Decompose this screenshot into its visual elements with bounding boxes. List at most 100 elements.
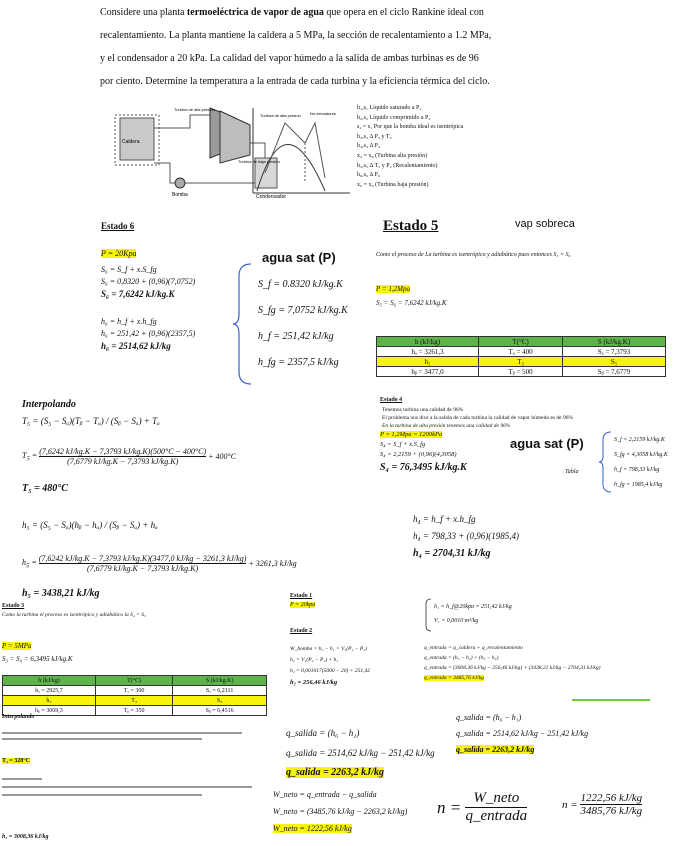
wneto-block: W_neto = q_entrada − q_salida W_neto = (…	[273, 786, 407, 837]
estado3-note: Como la turbina el proceso es isentrópic…	[2, 612, 146, 618]
table-cell: T₃	[94, 695, 174, 706]
estado4-block: P = 1,2Mpa = 1200kPa S₄ = S_f + x.S_fg S…	[380, 430, 457, 460]
table-cell: hₐ = 2925,7	[2, 685, 96, 696]
estado5-pressure: P = 1,2Mpa	[376, 285, 410, 293]
legend-item: h₁,s₁ Líquido saturado a P₁	[357, 105, 422, 111]
estado4-bullet: El problema nos dice a la salida de cada…	[382, 415, 574, 421]
estado1-heading: Estado 1	[290, 593, 313, 599]
agua-sat-hfg-2: h_fg = 1985,4 kJ/kg	[614, 482, 663, 488]
estado4-h-block: h₄ = h_f + x.h_fg h₄ = 798,33 + (0,96)(1…	[413, 511, 519, 562]
estado2-heading: Estado 2	[290, 628, 313, 634]
agua-sat-values-2: S_f = 2,2159 kJ/kg.K S_fg = 4,3058 kJ/kg…	[614, 433, 668, 493]
agua-sat-hf-1: h_f = 251,42 kJ/kg	[258, 331, 334, 342]
label-turbina-baja: Turbina de baja presión	[238, 159, 280, 164]
label-bomba: Bomba	[172, 192, 188, 198]
qsalida-mid-block: q_salida = (h₆ − h₁) q_salida = 2514,62 …	[286, 723, 435, 783]
table-cell: Sₐ = 7,3793	[562, 346, 666, 357]
estado5-heading: Estado 5	[383, 218, 439, 234]
boiler-shape	[119, 117, 155, 161]
interp5-f2: T5 = (7,6242 kJ/kg.K − 7,3793 kJ/kg.K)(5…	[22, 447, 237, 466]
qentrada-block: q_entrada = q_caldera + q_recalentamient…	[424, 643, 600, 683]
interp5-f2-num: (7,6242 kJ/kg.K − 7,3793 kJ/kg.K)(500°C …	[39, 447, 207, 457]
estado4-notes: Tenemos turbina una calidad de 96% El pr…	[382, 406, 667, 430]
estado6-s6: S₆ = 7,6242 kJ/kg.K	[101, 289, 175, 299]
estado6-line2: S₆ = 0,8320 + (0,96)(7,0752)	[101, 277, 196, 286]
problem-statement: Considere una planta termoeléctrica de v…	[100, 1, 660, 93]
interp5-f4-den: (7,6779 kJ/kg.K − 7,3793 kJ/kg.K)	[86, 564, 199, 573]
legend-item: h₃,s₃ Δ P₃ y T₃	[357, 133, 392, 140]
wneto-result: W_neto = 1222,56 kJ/kg	[273, 824, 352, 833]
estado3-th: T(°C)	[94, 675, 174, 686]
qsalida-mid-line1: q_salida = (h₆ − h₁)	[286, 728, 360, 738]
agua-sat-title-2: agua sat (P)	[510, 436, 584, 451]
estado3-entropy: S₃ = S₄ = 6,3495 kJ/kg.K	[2, 655, 73, 663]
interp5-f1: T₅ = (S₅ − Sₐ)(Tᵦ − Tₐ) / (Sᵦ − Sₐ) + Tₐ	[22, 416, 160, 426]
estado5-th: S (kJ/kg.K)	[562, 336, 666, 347]
interp5-f4-add: + 3261,3 kJ/kg	[248, 559, 297, 568]
interp5-f4: h5 = (7,6242 kJ/kg.K − 7,3793 kJ/kg.K)(3…	[22, 554, 297, 573]
eff-n: n =	[437, 797, 462, 817]
estado4-s4: S₄ = 76,3495 kJ/kg.K	[380, 462, 467, 473]
estado3-interp: Interpolando	[2, 714, 35, 720]
estado2-line3: h₂ = 0,001017(5000 − 20) + 251,42	[290, 668, 370, 674]
qentrada-result: q_entrada = 3485,76 kJ/kg	[424, 675, 484, 681]
estado1-pressure: P = 20kpa	[290, 602, 316, 608]
estado6-block: P = 20Kpa S₆ = S_f + x.S_fg S₆ = 0,8320 …	[101, 248, 195, 352]
lp-turbine-shape	[219, 110, 251, 164]
legend-item: s₂ = s₁ Por que la bomba ideal es isentr…	[357, 124, 464, 131]
estado4-heading: Estado 4	[380, 397, 403, 403]
estado5-entropy: S₅ = S₆ = 7,6242 kJ/kg.K	[376, 299, 447, 307]
eff-den2: 3485,76 kJ/kg	[580, 805, 643, 817]
table-cell: S₃	[172, 695, 267, 706]
qsalida-right-line1: q_salida = (h₆ − h₁)	[456, 713, 522, 722]
estado4-bullet: Tenemos turbina una calidad de 96%	[382, 407, 464, 413]
qentrada-line1: q_entrada = q_caldera + q_recalentamient…	[424, 645, 523, 651]
agua-sat-hf-2: h_f = 798,33 kJ/kg	[614, 467, 660, 473]
qsalida-right-block: q_salida = (h₆ − h₁) q_salida = 2514,62 …	[456, 710, 588, 758]
table-cell: Sₐ = 6,2111	[172, 685, 267, 696]
ts-label-high: Turbina de alta presión	[260, 113, 301, 118]
legend-item: x₆ = x₈ (Turbina baja presión)	[357, 181, 429, 188]
legend-item: h₆,s₆ Δ P₆	[357, 172, 380, 179]
estado5-table: h (kJ/kg) T(°C) S (kJ/kg.K) hₐ = 3261,3 …	[375, 336, 666, 377]
agua-sat-hfg-1: h_fg = 2357,5 kJ/kg	[258, 357, 339, 368]
estado3-heading: Estado 3	[2, 603, 25, 609]
estado3-table: h (kJ/kg) T(°C) S (kJ/kg.K) hₐ = 2925,7 …	[2, 675, 267, 716]
qsalida-mid-line2: q_salida = 2514,62 kJ/kg − 251,42 kJ/kg	[286, 748, 435, 758]
wneto-line2: W_neto = (3485,76 kJ/kg − 2263,2 kJ/kg)	[273, 807, 408, 816]
interp5-f3: h₅ = (S₅ − Sₐ)(hᵦ − hₐ) / (Sᵦ − Sₐ) + hₐ	[22, 520, 158, 530]
estado5-th: T(°C)	[478, 336, 564, 347]
estado4-pressure: P = 1,2Mpa = 1200kPa	[380, 431, 443, 438]
legend-item: h₅,s₅ Δ T₅ y P₅ (Recalentamiento)	[357, 162, 438, 169]
eff-num2: 1222,56 kJ/kg	[580, 792, 643, 805]
estado6-line5: h₆ = 251,42 + (0,96)(2357,5)	[101, 329, 196, 338]
flujo-block: h₁ = h_f@20kpa = 251,42 kJ/kg V₁ = 0,001…	[434, 600, 512, 628]
table-cell: Sᵦ = 6,4516	[172, 705, 267, 716]
agua-sat-title-1: agua sat (P)	[262, 250, 336, 265]
eff-num: W_neto	[465, 790, 528, 808]
qentrada-line2: q_entrada = (h₃ − h₂) + (h₅ − h₄)	[424, 655, 499, 661]
estado4-h4: h₄ = 2704,31 kJ/kg	[413, 548, 491, 559]
estado3-block: P = 5MPa S₃ = S₄ = 6,3495 kJ/kg.K	[2, 640, 73, 666]
eff-formula-values: n = 1222,56 kJ/kg 3485,76 kJ/kg	[562, 792, 643, 817]
table-cell: h₅	[375, 356, 480, 367]
label-condensador: Condensador	[256, 194, 286, 200]
table-cell: Tᵦ = 500	[478, 366, 564, 377]
estado6-line4: h₆ = h_f + x.h_fg	[101, 317, 157, 326]
estado5-block: P = 1,2Mpa S₅ = S₆ = 7,6242 kJ/kg.K	[376, 282, 447, 310]
estado3-th: S (kJ/kg.K)	[172, 675, 267, 686]
estado2-line1: W_bomba = h₂ − h₁ = V₁(P₂ − P₁)	[290, 646, 367, 652]
state-legend: h₁,s₁ Líquido saturado a P₁ h₂,s₂ Líquid…	[357, 104, 463, 190]
estado2-block: W_bomba = h₂ − h₁ = V₁(P₂ − P₁) h₂ = V₁(…	[290, 644, 370, 688]
problem-line2: recalentamiento. La planta mantiene la c…	[100, 30, 492, 41]
estado5-note: Como el proceso de La turbina es isentró…	[376, 252, 571, 258]
brace-1	[233, 263, 252, 385]
ts-label-low: No elevadores	[310, 111, 336, 116]
problem-line1-post: que opera en el ciclo Rankine ideal con	[323, 7, 484, 18]
estado2-h2: h₂ = 256,46 kJ/kg	[290, 679, 338, 686]
estado6-pressure: P = 20Kpa	[101, 249, 137, 258]
brace-2	[599, 431, 612, 493]
label-turbina-alta: Turbina de alta presión	[174, 107, 215, 112]
problem-line4: por ciento. Determine la temperatura a l…	[100, 76, 490, 87]
interp5-t5: T₅ = 480°C	[22, 483, 68, 494]
